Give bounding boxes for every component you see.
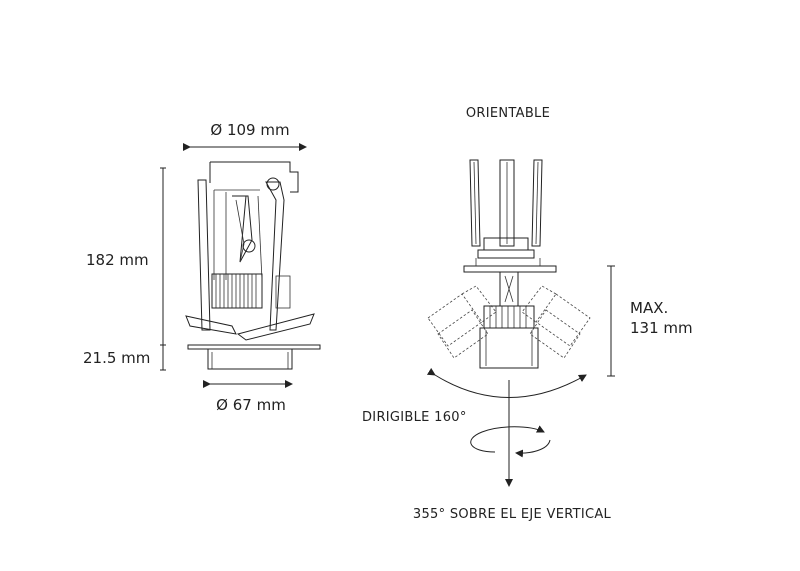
height-total-label: 182 mm [86,251,149,269]
rotation-arrow [470,425,551,458]
height-dimension-line [160,167,166,371]
side-view-luminaire [185,161,321,370]
orientable-luminaire [427,159,591,369]
height-trim-label: 21.5 mm [83,349,150,367]
rotation-label: 355° SOBRE EL EJE VERTICAL [413,507,612,522]
orientable-view-drawing: ORIENTABLE [362,106,693,522]
diameter-top-label: Ø 109 mm [210,121,289,139]
tilt-right-ghost [521,285,591,359]
max-label: MAX. [630,299,668,317]
tilt-left-ghost [427,285,497,359]
max-value: 131 mm [630,319,693,337]
diameter-bottom-label: Ø 67 mm [216,396,286,414]
orientable-title: ORIENTABLE [466,106,550,121]
max-height-dimension-line [607,265,615,377]
side-view-drawing: Ø 109 mm 182 mm 21.5 mm [83,121,321,414]
tilt-label: DIRIGIBLE 160° [362,410,467,425]
tilt-arc-arrow [426,367,587,398]
